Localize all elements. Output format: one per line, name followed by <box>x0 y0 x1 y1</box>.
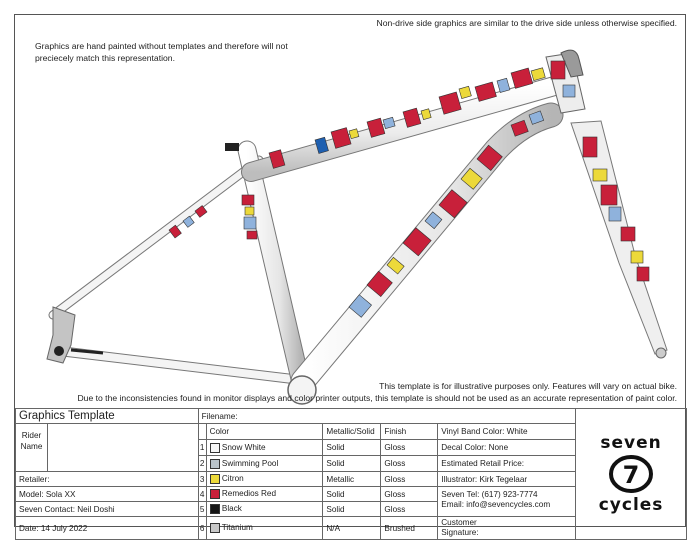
swatch-snow-white <box>209 442 220 453</box>
swatch-swimming-pool <box>209 458 220 469</box>
date: Date: 14 July 2022 <box>15 516 199 540</box>
mondrian-graphics-seat-tube <box>168 194 258 240</box>
mondrian-graphics-top-tube <box>268 67 546 169</box>
swatch-citron <box>209 474 220 484</box>
rider-name-box[interactable]: Rider Name <box>15 423 199 472</box>
model: Model: Sola XX <box>15 486 199 502</box>
seven-contact: Seven Contact: Neil Doshi <box>15 501 199 517</box>
color-row: 1 Snow White Solid Gloss Decal Color: No… <box>16 439 687 456</box>
mondrian-graphics-fork <box>550 60 650 282</box>
filename-field[interactable]: Filename: <box>197 408 577 424</box>
non-drive-side-note: Non-drive side graphics are similar to t… <box>376 18 677 28</box>
mondrian-graphics-down-tube <box>348 110 545 318</box>
rear-dropout <box>46 306 76 364</box>
illustrator: Illustrator: Kirk Tegelaar <box>437 471 577 487</box>
template-title: Graphics Template <box>15 408 199 424</box>
logo-word-seven: seven <box>600 433 662 453</box>
color-header: Color <box>205 423 324 440</box>
contact-info: Seven Tel: (617) 923-7774 Email: info@se… <box>437 486 577 517</box>
headset <box>560 49 584 78</box>
rider-name-label: Rider Name <box>16 424 48 471</box>
customer-signature-field[interactable]: Customer Signature: <box>437 516 577 540</box>
template-info-table: Graphics Template Filename: seven 7 cycl… <box>15 408 687 540</box>
swatch-remedios-red <box>209 489 220 499</box>
seven-phone: Seven Tel: (617) 923-7774 <box>441 490 538 499</box>
monitor-disclaimer-note: Due to the inconsistencies found in moni… <box>77 393 677 403</box>
logo-numeral: 7 <box>623 461 640 489</box>
retailer-field[interactable]: Retailer: <box>15 471 199 487</box>
seven-email[interactable]: Email: info@sevencycles.com <box>441 500 551 509</box>
color-row: Seven Contact: Neil Doshi 5 Black Solid … <box>15 501 687 517</box>
metallic-header: Metallic/Solid <box>322 423 382 440</box>
seven-cycles-logo: seven 7 cycles <box>575 408 687 540</box>
swatch-black <box>209 504 220 514</box>
bicycle-frame-illustration <box>46 49 668 405</box>
finish-header: Finish <box>380 423 439 440</box>
logo-seven-mark-icon: 7 <box>609 455 654 493</box>
seat-clamp <box>225 143 239 151</box>
decal-color: Decal Color: None <box>437 439 577 456</box>
color-row: Date: 14 July 2022 6 Titanium N/A Brushe… <box>15 516 687 540</box>
graphics-template-sheet: Non-drive side graphics are similar to t… <box>14 14 687 540</box>
color-row: Model: Sola XX 4 Remedios Red Solid Glos… <box>15 486 687 517</box>
logo-word-cycles: cycles <box>598 495 664 515</box>
estimated-retail-price: Estimated Retail Price: <box>437 455 577 472</box>
rider-name-field[interactable] <box>48 424 198 471</box>
bottom-bracket <box>287 375 317 405</box>
swatch-titanium <box>209 523 220 533</box>
vinyl-band-color: Vinyl Band Color: White <box>437 423 577 440</box>
hand-painted-note: Graphics are hand painted without templa… <box>35 41 288 63</box>
illustrative-purposes-note: This template is for illustrative purpos… <box>379 381 677 391</box>
